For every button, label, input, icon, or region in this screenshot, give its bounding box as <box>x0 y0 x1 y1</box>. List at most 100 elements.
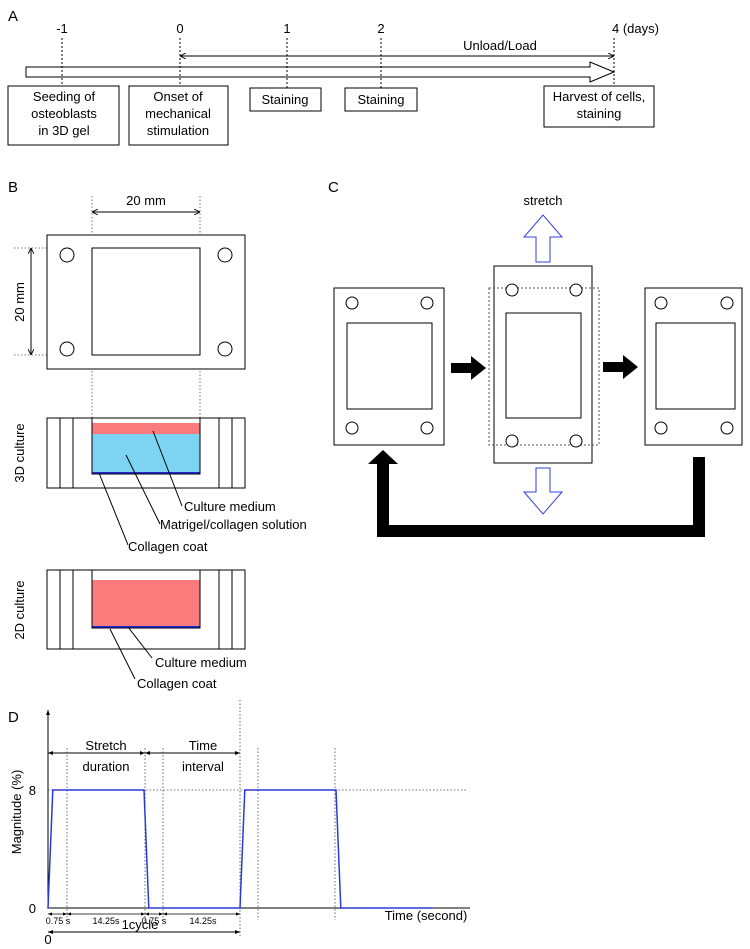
stretch-duration-label: Stretch <box>85 738 126 753</box>
pin-hole-icon <box>654 296 668 310</box>
seeding-box <box>7 85 120 146</box>
right-arrow-icon <box>603 355 638 379</box>
well-2d <box>91 569 201 629</box>
day-label: -1 <box>56 21 68 36</box>
panel-b-label: B <box>8 179 18 196</box>
pin-hole-icon <box>654 421 668 435</box>
cycle-label: 1cycle <box>122 917 159 932</box>
pin-hole-icon <box>720 421 734 435</box>
y-tick-label: 8 <box>29 783 36 798</box>
pin-hole-icon <box>217 341 233 357</box>
pin-hole-icon <box>720 296 734 310</box>
staining-box <box>249 87 322 112</box>
culture-2d-label: 2D culture <box>12 580 27 639</box>
culture-3d-label: 3D culture <box>12 423 27 482</box>
segment-label: 14.25s <box>92 916 120 926</box>
stretch-down-arrow-icon <box>522 467 564 515</box>
stretch-label: stretch <box>523 193 562 208</box>
signal-point <box>148 907 150 909</box>
harvest-text: Harvest of cells, <box>553 89 645 104</box>
pin-hole-icon <box>420 421 434 435</box>
segment-label: 14.25s <box>189 916 217 926</box>
callout-lines-2d <box>109 626 153 680</box>
staining-text: Staining <box>262 92 309 107</box>
time-interval-label: interval <box>182 759 224 774</box>
onset-text: stimulation <box>147 123 209 138</box>
well-3d <box>91 417 201 475</box>
signal-point <box>335 789 337 791</box>
day-label: 2 <box>377 21 384 36</box>
onset-box <box>128 85 229 146</box>
pin-hole-icon <box>345 296 359 310</box>
staining-box <box>344 87 418 112</box>
side-wall-lines <box>59 570 233 649</box>
plate-well <box>346 322 433 410</box>
callout-culture-medium: Culture medium <box>155 655 247 670</box>
panel-c-label: C <box>328 179 339 196</box>
callout-collagen-coat: Collagen coat <box>128 539 208 554</box>
signal-series-line <box>47 789 432 909</box>
gel-layer <box>92 434 200 473</box>
onset-text: mechanical <box>145 106 211 121</box>
callout-gel: Matrigel/collagen solution <box>160 517 307 532</box>
panel-d-label: D <box>8 709 19 726</box>
signal-point <box>52 789 54 791</box>
culture-medium-layer <box>92 423 200 434</box>
seeding-text: Seeding of <box>33 89 96 104</box>
signal-point <box>239 907 241 909</box>
onset-text: Onset of <box>153 89 203 104</box>
signal-point <box>244 789 246 791</box>
y-tick-label: 0 <box>29 901 36 916</box>
day-label: 4 (days) <box>612 21 659 36</box>
stretch-duration-label: duration <box>83 759 130 774</box>
x-axis-label: Time (second) <box>385 908 468 923</box>
panel-a: A -1 0 1 2 4 (days) Unload/Load Seeding … <box>7 8 659 146</box>
panel-a-label: A <box>8 8 18 25</box>
day-label: 1 <box>283 21 290 36</box>
signal-point <box>143 789 145 791</box>
pin-hole-icon <box>59 247 75 263</box>
height-label: 20 mm <box>12 282 27 322</box>
chamber-well <box>91 247 201 356</box>
unload-load-label: Unload/Load <box>463 38 537 53</box>
timeline-arrow <box>25 61 616 83</box>
pin-hole-icon <box>505 434 519 448</box>
width-label: 20 mm <box>126 193 166 208</box>
callout-culture-medium: Culture medium <box>184 499 276 514</box>
callout-lines-3d <box>98 430 183 546</box>
panel-d: D Magnitude (%) Time (second) 8 0 0 Stre… <box>8 700 470 947</box>
time-interval-label: Time <box>189 738 217 753</box>
right-arrow-icon <box>451 356 486 380</box>
pin-hole-icon <box>345 421 359 435</box>
pin-hole-icon <box>505 283 519 297</box>
signal-points <box>47 789 433 909</box>
stretch-up-arrow-icon <box>522 214 564 263</box>
d-guides <box>48 700 466 937</box>
panel-c: C stretch <box>328 179 743 537</box>
y-axis-label: Magnitude (%) <box>9 770 24 855</box>
seeding-text: osteoblasts <box>31 106 97 121</box>
seeding-text: in 3D gel <box>38 123 89 138</box>
staining-text: Staining <box>358 92 405 107</box>
plate-well-stretched <box>505 312 582 419</box>
day-label: 0 <box>176 21 183 36</box>
segment-label: 0.75 s <box>46 916 71 926</box>
callout-collagen-coat: Collagen coat <box>137 676 217 691</box>
pin-hole-icon <box>420 296 434 310</box>
signal-point <box>431 907 433 909</box>
panel-b: B 20 mm 20 mm 3D <box>8 179 307 691</box>
pin-hole-icon <box>217 247 233 263</box>
plate-well <box>655 322 736 410</box>
harvest-text: staining <box>577 106 622 121</box>
plate-outline-original <box>488 287 600 446</box>
day-guides <box>61 38 615 88</box>
side-wall-lines <box>59 418 233 488</box>
segment-label: 0.75 s <box>142 916 167 926</box>
signal-point <box>47 907 49 909</box>
x-origin-label: 0 <box>44 932 51 947</box>
pin-hole-icon <box>569 283 583 297</box>
pin-hole-icon <box>569 434 583 448</box>
pin-hole-icon <box>59 341 75 357</box>
signal-point <box>340 907 342 909</box>
